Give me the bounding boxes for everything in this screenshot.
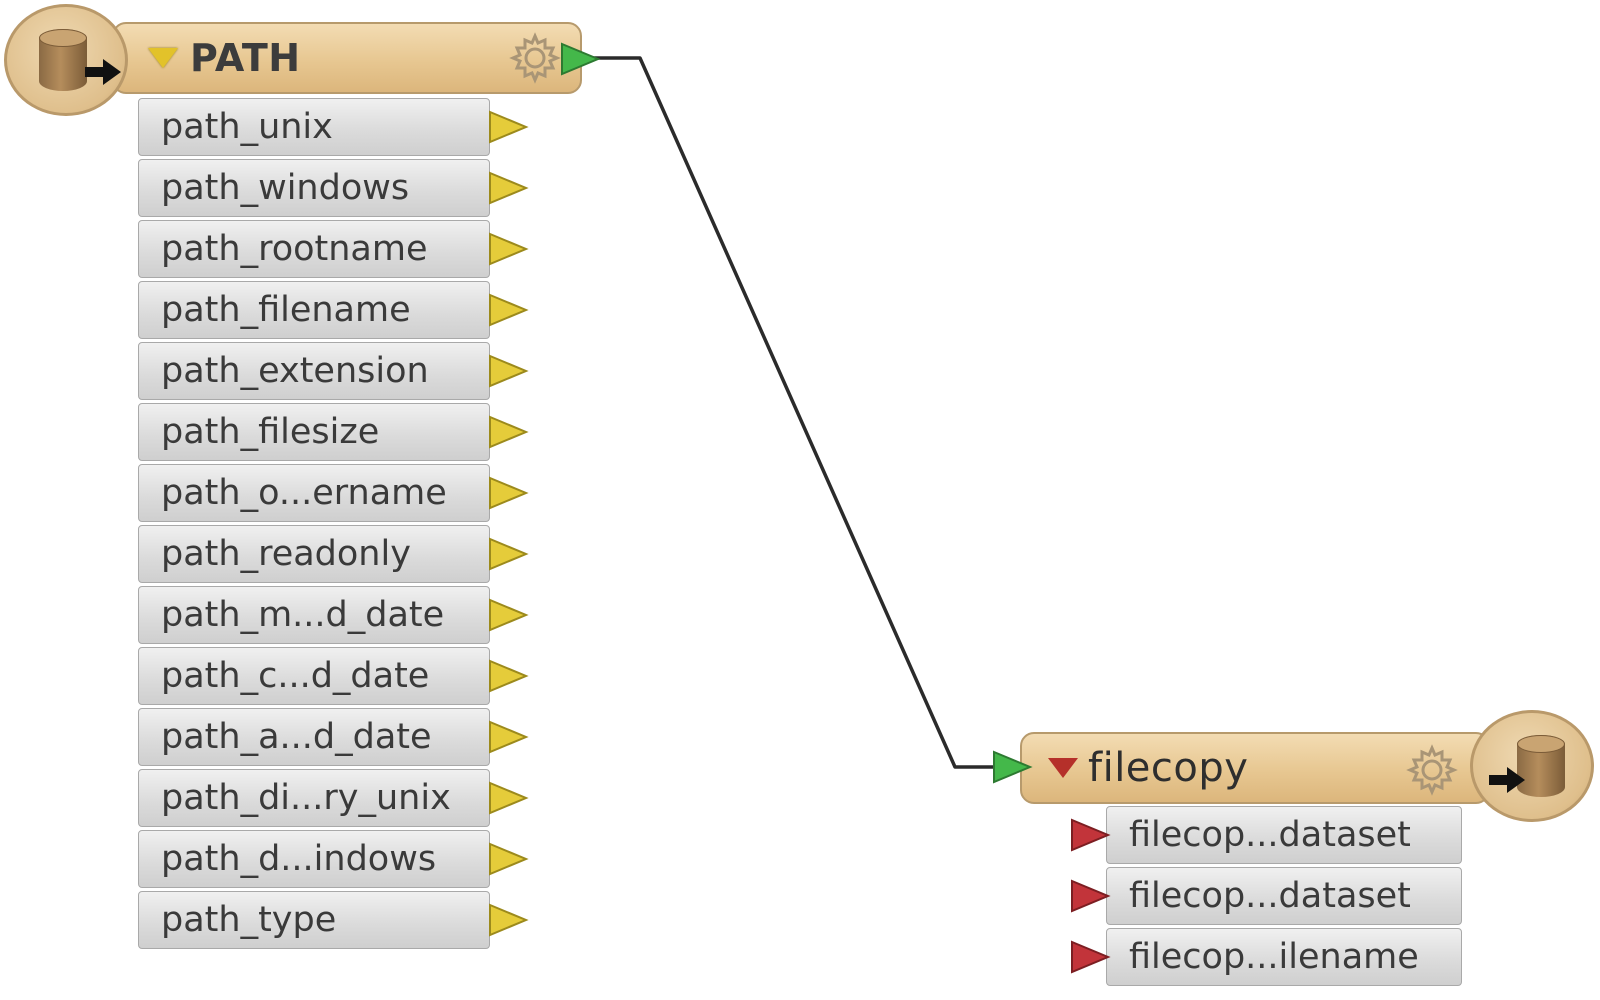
attribute-label: path_d...indows (161, 839, 437, 879)
attribute-port-icon[interactable] (486, 718, 530, 756)
writer-node-title: filecopy (1088, 745, 1249, 791)
database-writer-icon[interactable] (1470, 710, 1594, 822)
attribute-row[interactable]: path_type (138, 891, 490, 949)
attribute-label: filecop...dataset (1129, 876, 1411, 916)
collapse-triangle-icon[interactable] (1048, 758, 1078, 778)
attribute-label: path_rootname (161, 229, 428, 269)
attribute-port-icon[interactable] (486, 108, 530, 146)
attribute-port-icon[interactable] (486, 657, 530, 695)
attribute-label: path_c...d_date (161, 656, 430, 696)
attribute-port-icon[interactable] (486, 779, 530, 817)
attribute-port-icon[interactable] (486, 596, 530, 634)
attribute-label: path_o...ername (161, 473, 447, 513)
attribute-row[interactable]: filecop...dataset (1106, 867, 1462, 925)
attribute-port-icon[interactable] (486, 169, 530, 207)
attribute-row[interactable]: path_extension (138, 342, 490, 400)
attribute-label: path_readonly (161, 534, 411, 574)
attribute-label: filecop...dataset (1129, 815, 1411, 855)
attribute-label: filecop...ilename (1129, 937, 1419, 977)
attribute-input-port-icon[interactable] (1068, 877, 1112, 915)
attribute-label: path_filename (161, 290, 411, 330)
reader-node-title: PATH (190, 36, 301, 80)
attribute-row[interactable]: path_rootname (138, 220, 490, 278)
reader-node-header[interactable]: PATH (112, 22, 582, 94)
gear-icon[interactable] (1404, 742, 1460, 798)
attribute-row[interactable]: path_o...ername (138, 464, 490, 522)
attribute-row[interactable]: path_c...d_date (138, 647, 490, 705)
attribute-label: path_type (161, 900, 337, 940)
attribute-input-port-icon[interactable] (1068, 816, 1112, 854)
attribute-row[interactable]: path_di...ry_unix (138, 769, 490, 827)
attribute-label: path_a...d_date (161, 717, 432, 757)
attribute-port-icon[interactable] (486, 474, 530, 512)
attribute-row[interactable]: path_windows (138, 159, 490, 217)
attribute-label: path_di...ry_unix (161, 778, 451, 818)
database-reader-icon[interactable] (4, 4, 128, 116)
attribute-port-icon[interactable] (486, 352, 530, 390)
attribute-label: path_extension (161, 351, 429, 391)
attribute-row[interactable]: path_a...d_date (138, 708, 490, 766)
attribute-label: path_windows (161, 168, 410, 208)
attribute-row[interactable]: path_filesize (138, 403, 490, 461)
attribute-row[interactable]: path_d...indows (138, 830, 490, 888)
attribute-port-icon[interactable] (486, 901, 530, 939)
gear-icon[interactable] (507, 30, 563, 86)
attribute-port-icon[interactable] (486, 230, 530, 268)
attribute-row[interactable]: path_readonly (138, 525, 490, 583)
collapse-triangle-icon[interactable] (148, 48, 178, 68)
output-port-icon[interactable] (558, 40, 602, 78)
attribute-row[interactable]: filecop...dataset (1106, 806, 1462, 864)
attribute-port-icon[interactable] (486, 535, 530, 573)
attribute-row[interactable]: filecop...ilename (1106, 928, 1462, 986)
writer-node-header[interactable]: filecopy (1020, 732, 1490, 804)
attribute-input-port-icon[interactable] (1068, 938, 1112, 976)
attribute-port-icon[interactable] (486, 413, 530, 451)
attribute-row[interactable]: path_m...d_date (138, 586, 490, 644)
input-port-icon[interactable] (990, 748, 1034, 786)
attribute-row[interactable]: path_unix (138, 98, 490, 156)
attribute-label: path_unix (161, 107, 333, 147)
attribute-label: path_m...d_date (161, 595, 445, 635)
attribute-label: path_filesize (161, 412, 380, 452)
attribute-row[interactable]: path_filename (138, 281, 490, 339)
attribute-port-icon[interactable] (486, 840, 530, 878)
attribute-port-icon[interactable] (486, 291, 530, 329)
